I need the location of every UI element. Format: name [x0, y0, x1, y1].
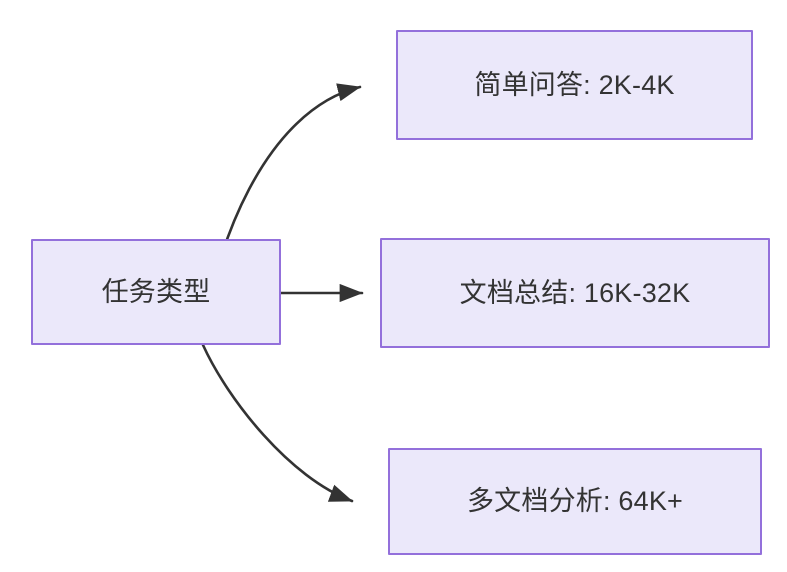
node-doc-summary-label: 文档总结: 16K-32K [459, 277, 691, 308]
node-simple-qa[interactable]: 简单问答: 2K-4K [396, 30, 753, 140]
node-task-type-label: 任务类型 [101, 276, 211, 307]
node-task-type[interactable]: 任务类型 [31, 239, 281, 345]
node-doc-summary[interactable]: 文档总结: 16K-32K [380, 238, 770, 348]
edge-source-to-multi-doc [201, 343, 354, 503]
node-multi-doc[interactable]: 多文档分析: 64K+ [388, 448, 762, 555]
node-multi-doc-label: 多文档分析: 64K+ [466, 486, 683, 517]
node-simple-qa-label: 简单问答: 2K-4K [474, 69, 675, 100]
